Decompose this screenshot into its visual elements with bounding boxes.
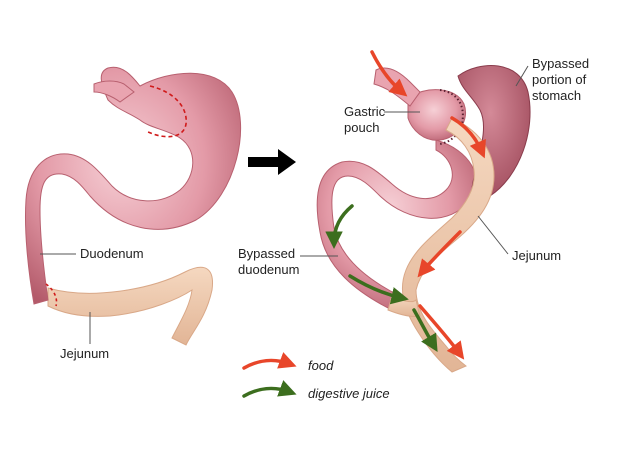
label-duodenum: Duodenum xyxy=(80,246,144,261)
legend: food digestive juice xyxy=(242,352,390,401)
food-arrow-2 xyxy=(450,116,486,159)
juice-arrow-1 xyxy=(325,204,354,249)
label-bypassed-duodenum-1: Bypassed xyxy=(238,246,295,261)
normal-stomach-illustration xyxy=(24,66,242,346)
digestive-juice-arrows xyxy=(325,204,438,353)
food-arrows xyxy=(370,50,486,360)
label-bypassed-stomach-1: Bypassed xyxy=(532,56,589,71)
staple-line xyxy=(439,89,464,145)
label-jejunum-left: Jejunum xyxy=(60,346,109,361)
left-esophagus xyxy=(93,80,135,103)
jejunum-right-leader xyxy=(477,215,509,255)
juice-arrow-2 xyxy=(348,274,409,305)
label-bypassed-duodenum-2: duodenum xyxy=(238,262,299,277)
label-jejunum-right: Jejunum xyxy=(512,248,561,263)
food-arrow-4 xyxy=(418,304,465,360)
legend-juice-label: digestive juice xyxy=(308,386,390,401)
juice-arrow-3 xyxy=(412,308,438,353)
bypassed-stomach-leader xyxy=(515,65,529,87)
food-arrow-1 xyxy=(370,50,408,97)
label-gastric-pouch-1: Gastric xyxy=(344,104,386,119)
left-stomach xyxy=(24,66,242,305)
food-arrow-3 xyxy=(417,230,462,278)
label-bypassed-stomach-3: stomach xyxy=(532,88,581,103)
legend-juice-arrow xyxy=(242,380,297,398)
left-jejunum xyxy=(47,267,214,346)
legend-food-label: food xyxy=(308,358,334,373)
legend-food-arrow xyxy=(242,352,297,370)
left-cut-line xyxy=(147,85,187,138)
label-gastric-pouch-2: pouch xyxy=(344,120,379,135)
transition-arrow xyxy=(248,149,296,175)
label-bypassed-stomach-2: portion of xyxy=(532,72,587,87)
left-junction-cut xyxy=(45,283,58,307)
